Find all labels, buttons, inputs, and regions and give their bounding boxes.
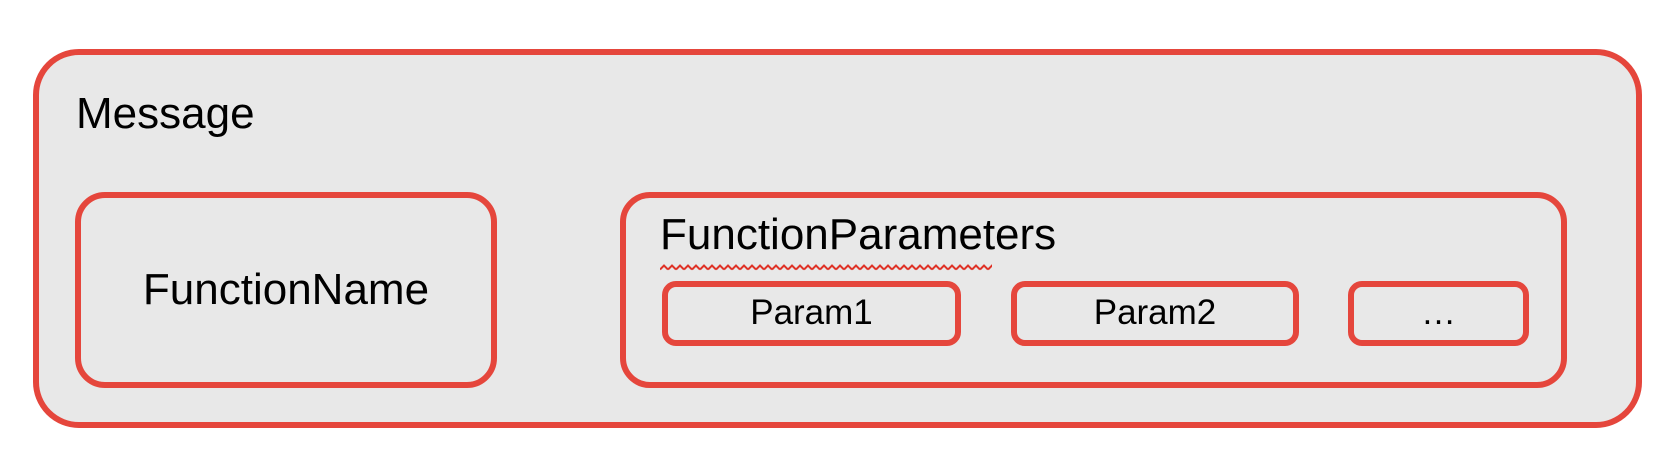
param1-box: Param1 (662, 281, 961, 346)
function-parameters-box: FunctionParameters Param1 Param2 … (620, 192, 1567, 388)
function-parameters-label: FunctionParameters (660, 210, 1057, 259)
param-ellipsis-box: … (1348, 281, 1529, 346)
message-container-box: Message FunctionName FunctionParameters … (33, 49, 1642, 428)
param-ellipsis-label: … (1421, 293, 1456, 333)
function-name-box: FunctionName (75, 192, 497, 388)
param2-label: Param2 (1093, 293, 1217, 333)
param2-box: Param2 (1011, 281, 1299, 346)
param1-label: Param1 (750, 293, 873, 333)
spellcheck-squiggle-underline-icon (660, 262, 992, 272)
function-name-label: FunctionName (142, 264, 430, 314)
message-label: Message (76, 89, 255, 138)
function-parameters-label-group: FunctionParameters (660, 209, 1056, 272)
